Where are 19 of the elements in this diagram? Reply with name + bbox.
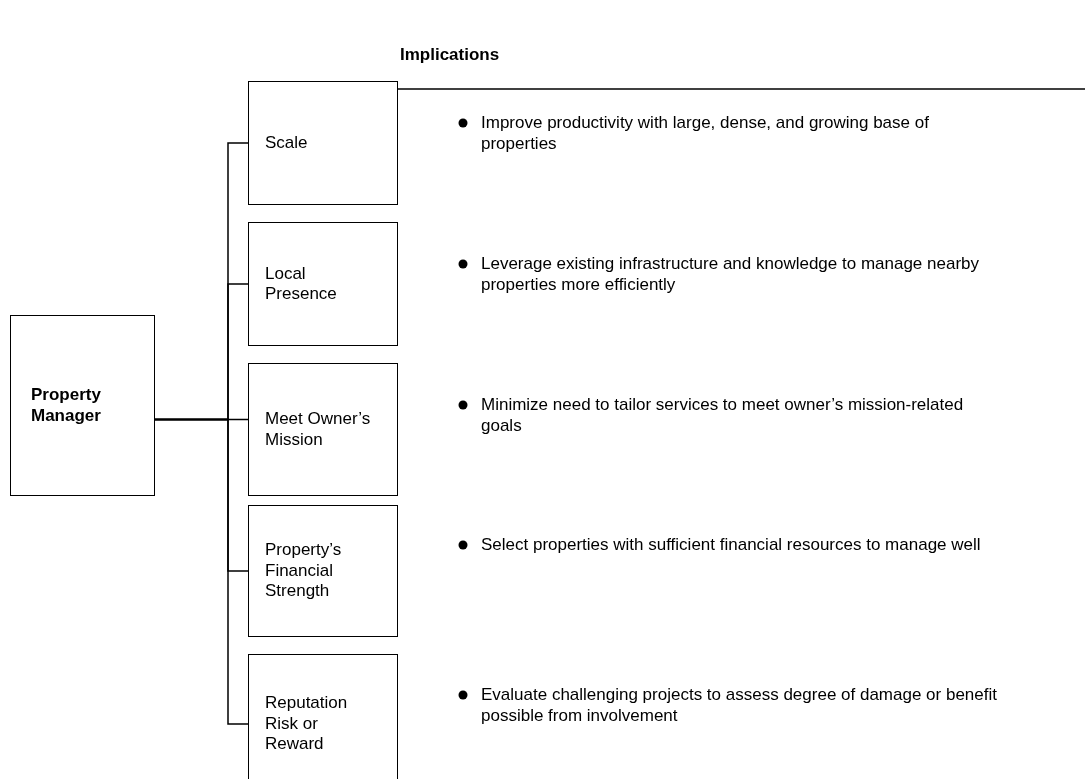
factor-box xyxy=(248,222,398,346)
implication-text: Select properties with sufficient financial resources to manage well xyxy=(481,534,982,556)
factor-label: Local Presence xyxy=(265,263,338,305)
factor-box xyxy=(248,363,398,496)
factor-label: Meet Owner’s Mission xyxy=(265,409,372,450)
implication-text: Improve productivity with large, dense, and growing base of properties xyxy=(481,112,930,155)
factor-label: Scale xyxy=(265,132,308,154)
root-label: Property Manager xyxy=(31,385,102,426)
connector-line xyxy=(154,418,249,725)
factor-box xyxy=(248,654,398,779)
factor-box xyxy=(248,505,398,637)
implication-text: Evaluate challenging projects to assess degree of damage or benefit possible from involvement xyxy=(481,684,998,727)
root-box xyxy=(10,315,155,496)
implication-text: Leverage existing infrastructure and knowledge to manage nearby properties more efficiently xyxy=(481,253,981,296)
factor-label: Reputation Risk or Reward xyxy=(265,693,349,755)
column-heading: Implications xyxy=(400,44,500,66)
factor-box xyxy=(248,81,398,205)
implication-text: Minimize need to tailor services to meet owner’s mission-related goals xyxy=(481,394,965,437)
factor-label: Property’s Financial Strength xyxy=(265,540,343,602)
